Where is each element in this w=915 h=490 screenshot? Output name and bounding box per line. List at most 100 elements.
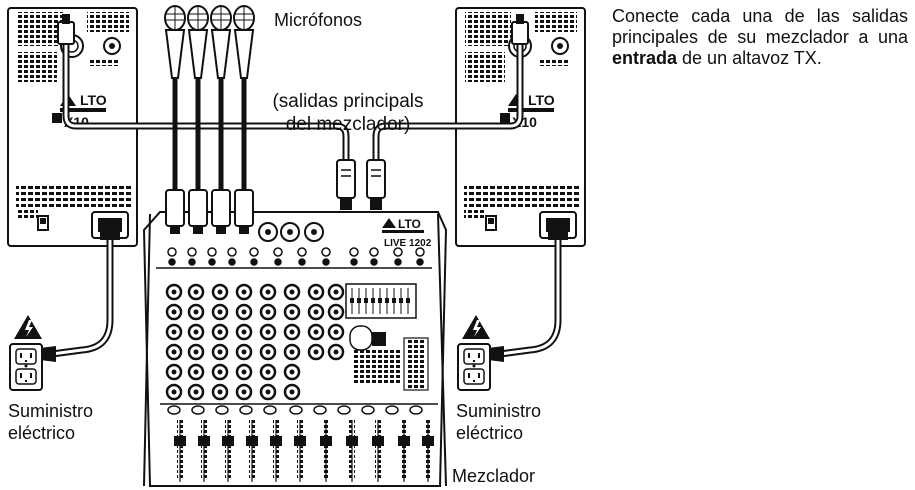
mixer-small-knob-icon [167, 247, 177, 257]
electrical-hazard-icon [462, 315, 490, 339]
right-speaker: LTO X10 [455, 7, 586, 247]
power-right-line2: eléctrico [456, 423, 524, 443]
main-output-xlr-plug-left-icon [336, 159, 356, 210]
mixer-small-knob-icon [370, 258, 378, 266]
mixer-knob-icon [171, 369, 177, 375]
mixer-button-icon [313, 405, 327, 415]
mixer-knob-icon [265, 309, 271, 315]
fader-knob [222, 436, 234, 446]
left-speaker-xlr-plug-icon [57, 14, 75, 45]
mixer-knob-icon [217, 329, 223, 335]
mixer-small-knob-icon [250, 258, 258, 266]
mixer-knob-icon [265, 369, 271, 375]
mixer-knob-icon [241, 289, 247, 295]
mixer-knob-icon [289, 309, 295, 315]
mixer-knob-icon [241, 309, 247, 315]
mixer-knob-icon [265, 289, 271, 295]
mixer-knob-icon [289, 389, 295, 395]
mixer-small-knob-icon [188, 258, 196, 266]
mixer-small-knob-icon [207, 247, 217, 257]
eq-slider-knob [371, 298, 375, 303]
main-output-cables [62, 26, 524, 172]
main-outputs-label-line1: (salidas principals [272, 91, 424, 112]
mixer-knob-icon [193, 289, 199, 295]
mixer-knob-icon [217, 369, 223, 375]
microphones-label: Micrófonos [274, 10, 363, 30]
svg-text:LIVE 1202: LIVE 1202 [384, 238, 432, 249]
mixer-button-icon [385, 405, 399, 415]
eq-slider-knob [392, 298, 396, 303]
right-power-plug-icon [488, 226, 568, 362]
mixer-small-knob-icon [349, 247, 359, 257]
mixer-button-icon [409, 405, 423, 415]
fader-knob [422, 436, 434, 446]
mixer-knob-icon [241, 329, 247, 335]
instruction-text-after: de un altavoz TX. [677, 48, 822, 68]
mixer-knob-icon [289, 329, 295, 335]
microphones [164, 5, 255, 196]
mixer-logo: LTO LIVE 1202 [382, 217, 432, 249]
mixer-small-knob-icon [208, 258, 216, 266]
main-output-xlr-plug-right-icon [366, 159, 386, 210]
fader-knob [246, 436, 258, 446]
mixer-knob-icon [333, 349, 339, 355]
instruction-text: Conecte cada una de las salidas principa… [612, 6, 908, 69]
mixer-knob-icon [333, 329, 339, 335]
microphone-icon [233, 5, 255, 79]
wall-outlet-icon [457, 343, 491, 391]
main-outputs-label: (salidas principals del mezclador) [248, 90, 448, 136]
microphone-icon [187, 5, 209, 79]
fader-knob [398, 436, 410, 446]
mixer-knob-icon [193, 389, 199, 395]
power-supply-label-right: Suministro eléctrico [456, 400, 541, 444]
mixer-knob-icon [333, 309, 339, 315]
mixer-small-knob-icon [369, 247, 379, 257]
mixer-small-knob-icon [228, 258, 236, 266]
microphone-icon [164, 5, 186, 79]
mixer-small-knob-icon [322, 258, 330, 266]
eq-slider-knob [378, 298, 382, 303]
mixer-small-knob-icon [227, 247, 237, 257]
mixer-knob-icon [171, 329, 177, 335]
mixer-knob-icon [313, 329, 319, 335]
mixer-small-knob-icon [415, 247, 425, 257]
fader-knob [294, 436, 306, 446]
mixer-knob-icon [289, 369, 295, 375]
mixer-small-knob-icon [297, 247, 307, 257]
svg-text:LTO: LTO [80, 92, 107, 108]
mixer-knob-icon [193, 349, 199, 355]
mixer-knob-icon [265, 389, 271, 395]
mixer-knob-icon [193, 309, 199, 315]
mixer-knob-icon [171, 289, 177, 295]
mixer-button-icon [215, 405, 229, 415]
mixer-knob-icon [217, 309, 223, 315]
mixer-small-knob-icon [273, 247, 283, 257]
mixer-button-icon [361, 405, 375, 415]
mixer-button-icon [263, 405, 277, 415]
mixer-knob-icon [217, 389, 223, 395]
right-speaker-xlr-plug-icon [511, 14, 529, 45]
fader-knob [174, 436, 186, 446]
mixer-knob-icon [313, 349, 319, 355]
mixer-button-icon [239, 405, 253, 415]
mixer-knob-icon [193, 329, 199, 335]
mixer-small-knob-icon [416, 258, 424, 266]
fader-knob [372, 436, 384, 446]
eq-slider-knob [385, 298, 389, 303]
svg-text:LTO: LTO [398, 217, 421, 231]
mixer-small-knob-icon [321, 247, 331, 257]
eq-slider-knob [357, 298, 361, 303]
right-speaker-volume-knob-icon [551, 37, 569, 55]
mixer-button-icon [167, 405, 181, 415]
mixer-small-knob-icon [187, 247, 197, 257]
power-cords [48, 228, 562, 358]
mixer-knob-icon [289, 349, 295, 355]
mixer-small-knob-icon [168, 258, 176, 266]
eq-slider-knob [350, 298, 354, 303]
mixer-button-icon [337, 405, 351, 415]
main-outputs-label-line2: del mezclador) [285, 114, 411, 135]
eq-slider-knob [399, 298, 403, 303]
mixer-button-icon [289, 405, 303, 415]
fader-knob [270, 436, 282, 446]
